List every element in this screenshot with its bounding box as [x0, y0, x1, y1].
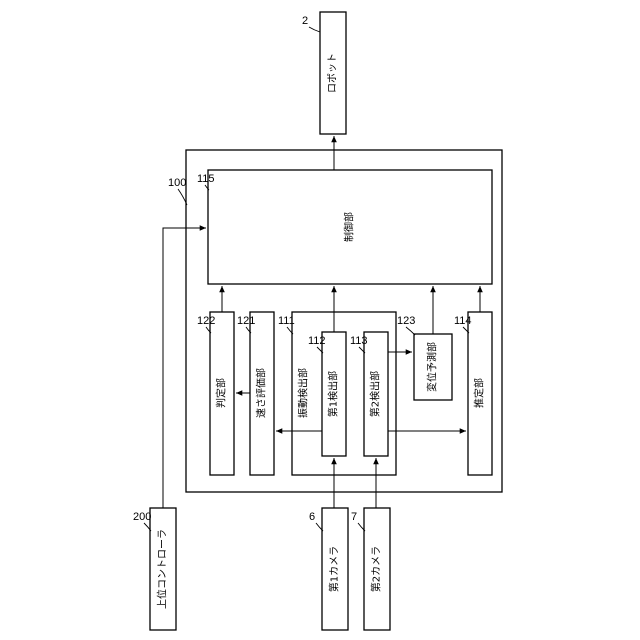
camera2-ref: 7 — [351, 511, 357, 523]
camera1-label: 第1カメラ — [328, 546, 341, 592]
displacement-predictor-label: 変位予測部 — [426, 342, 439, 392]
speed-evaluator-ref: 121 — [237, 315, 255, 327]
displacement-predictor-ref: 123 — [397, 315, 415, 327]
speed-evaluator-label: 速さ評価部 — [255, 368, 268, 418]
camera1-ref: 6 — [309, 511, 315, 523]
robot-leader — [309, 27, 320, 32]
robot-ref: 2 — [302, 15, 308, 27]
host-to-controller-arrow — [163, 228, 206, 508]
controller-ref: 115 — [197, 173, 215, 185]
first-detector-ref: 112 — [308, 335, 326, 347]
vibration-detector-label: 振動検出部 — [297, 368, 310, 418]
host-controller-label: 上位コントローラ — [156, 529, 169, 609]
device-ref: 100 — [168, 177, 186, 189]
estimator-label: 推定部 — [473, 378, 486, 408]
first-detector-label: 第1検出部 — [327, 371, 340, 417]
judge-ref: 122 — [197, 315, 215, 327]
estimator-ref: 114 — [454, 315, 472, 327]
host-controller-ref: 200 — [133, 511, 151, 523]
judge-label: 判定部 — [215, 378, 228, 408]
displacement-predictor-leader — [406, 327, 415, 335]
controller-label: 制御部 — [343, 212, 356, 242]
second-detector-ref: 113 — [350, 335, 368, 347]
second-detector-label: 第2検出部 — [369, 371, 382, 417]
robot-label: ロボット — [327, 53, 339, 93]
vibration-detector-ref: 111 — [278, 315, 295, 327]
camera2-label: 第2カメラ — [370, 546, 383, 592]
